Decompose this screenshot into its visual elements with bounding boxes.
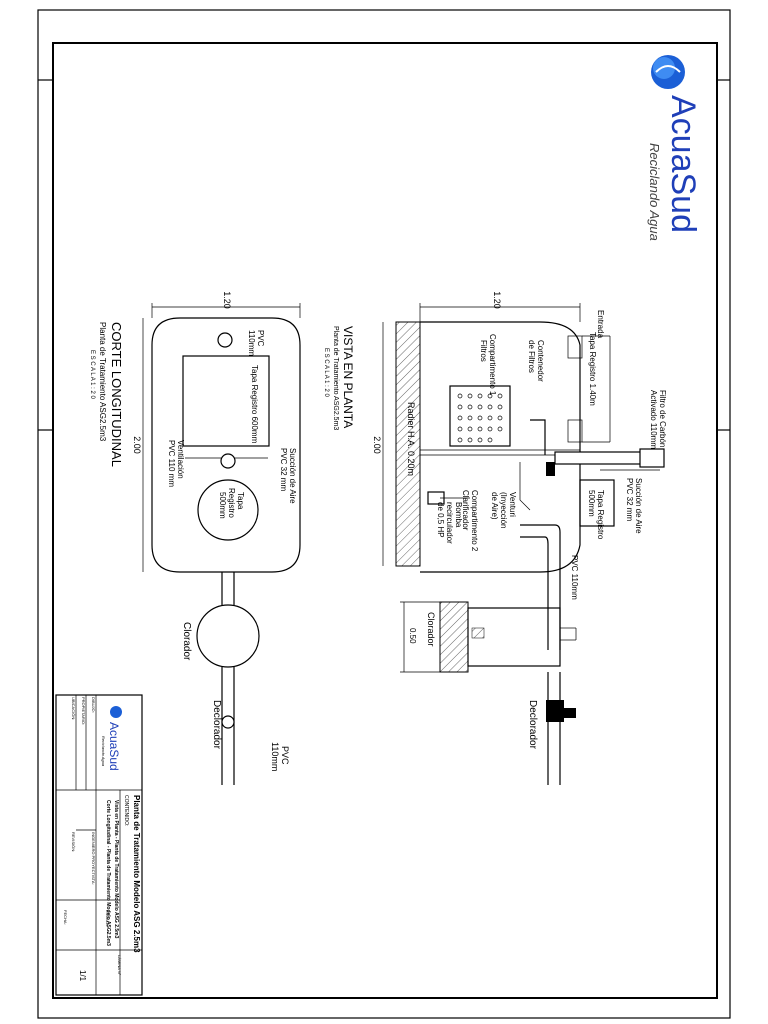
- plan-tapa-registro-600: [182, 355, 270, 447]
- titleblock-contenido-label: CONTENIDO:: [123, 795, 129, 826]
- section-title: VISTA EN PLANTA: [341, 326, 355, 428]
- titleblock-tagline: Reciclando Agua: [101, 736, 106, 767]
- section-declorador: [546, 700, 564, 722]
- label-tapa-140: Tapa Registro 1.40m: [588, 332, 597, 406]
- label-tapa-500: Tapa Registro500mm: [587, 490, 605, 540]
- titleblock-lamina-label: LÁMINA N°: [117, 955, 122, 976]
- plan-label-tapa-600: Tapa Registro 600mm: [250, 365, 259, 444]
- titleblock-propietario: PROPIETARIO:: [81, 697, 86, 725]
- titleblock-escala: ESCALA:: [105, 910, 110, 927]
- plan-label-pvc-top: PVC110mm: [247, 330, 265, 356]
- plan-pvc-inlet: [217, 332, 233, 348]
- section-clorador: [439, 601, 469, 673]
- label-entrada: Entrada: [596, 310, 605, 339]
- section-tank-outline: [420, 321, 581, 573]
- label-compartimento2: Compartimento 2Clarificador: [461, 490, 479, 552]
- outer-border: [37, 9, 731, 1019]
- venturi-block: [546, 462, 555, 476]
- plan-label-tapa-500: TapaRegistro500mm: [218, 488, 245, 519]
- plan-label-declorador: Declorador: [211, 700, 222, 750]
- plan-ventilacion: [220, 453, 236, 469]
- titleblock-title: Planta de Tratamiento Modelo ASG 2.5m3: [132, 795, 141, 953]
- label-pvc-110: PVC 110mm: [570, 555, 579, 600]
- titleblock-brand: AcuaSud: [107, 722, 121, 771]
- label-succion-aire: Succión de AirePVC 32 mm: [625, 478, 643, 534]
- plan-dim-width: 1.20: [222, 291, 232, 309]
- titleblock-lamina-value: 1/1: [78, 970, 87, 982]
- plan-tank-outline: [151, 317, 301, 573]
- plan-label-clorador: Clorador: [181, 622, 192, 661]
- label-filtro-carbon: Filtro de CarbónActivado 110mm: [649, 390, 667, 449]
- brand-tagline: Reciclando Agua: [647, 143, 662, 241]
- section-view: 1.20 2.00: [323, 291, 667, 785]
- plan-subtitle: Planta de Tratamiento ASG2.5m3: [98, 322, 107, 442]
- plan-tapa-registro-500: [197, 479, 259, 541]
- plan-clorador-circle: [196, 604, 260, 668]
- label-contenedor: Contenedorde Filtros: [527, 340, 545, 382]
- plan-label-ventilacion: VentilaciónPVC 110 mm: [167, 440, 185, 487]
- label-clorador: Clorador: [426, 612, 436, 647]
- titleblock-contenido-2: Corte Longitudinal - Planta de Tratamien…: [105, 800, 111, 946]
- titleblock-fecha: FECHA:: [63, 910, 68, 925]
- label-bomba: Bombarecirculadorde 0,5 HP: [436, 502, 463, 544]
- plan-scale: E S C A L A 1 : 2 0: [89, 350, 95, 399]
- label-venturi: Venturi(Inyecciónde Aire): [490, 492, 517, 528]
- titleblock-ubicacion: UBICACIÓN:: [71, 697, 76, 720]
- titleblock-dibujo: DIBUJO:: [91, 697, 96, 713]
- label-declorador: Declorador: [527, 700, 538, 750]
- section-dim-width: 1.20: [492, 291, 502, 309]
- inner-border: [52, 42, 718, 999]
- brand-name: AcuaSud: [664, 95, 702, 233]
- plan-view: 1.20 2.00 PVC110mm Tapa Registro 600mm S…: [89, 291, 301, 785]
- label-clorador-dim: 0.50: [408, 628, 417, 644]
- section-dim-length: 2.00: [372, 436, 382, 454]
- titleblock-revision: REVISIÓN:: [71, 832, 76, 852]
- section-subtitle: Planta de Tratamiento ASG2.5m3: [332, 326, 339, 430]
- title-block: AcuaSud Reciclando Agua Planta de Tratam…: [55, 694, 143, 996]
- plan-declorador-circle: [221, 715, 235, 729]
- acuasud-logo: AcuaSud Reciclando Agua: [647, 55, 702, 241]
- radier-slab: [395, 321, 421, 567]
- label-compartimento1: Compartimento 1Filtros: [479, 334, 497, 396]
- titleblock-contenido-1: Vista en Planta - Planta de Tratamiento …: [113, 800, 119, 939]
- filter-dots: [457, 393, 503, 443]
- plan-dim-length: 2.00: [132, 436, 142, 454]
- plan-title: CORTE LONGITUDINAL: [109, 322, 124, 467]
- filter-container: [449, 385, 511, 447]
- plan-label-succion: Succión de AirePVC 32 mm: [279, 448, 297, 504]
- titleblock-logo-icon: [110, 706, 122, 718]
- plan-label-pvc-out: PVC110mm: [270, 742, 290, 771]
- section-scale: E S C A L A 1 : 2 0: [323, 348, 329, 397]
- label-radier: Radier H.A. 0.20m: [406, 402, 416, 476]
- titleblock-ingeniero: INGENIERO PROYECTISTA:: [91, 832, 96, 885]
